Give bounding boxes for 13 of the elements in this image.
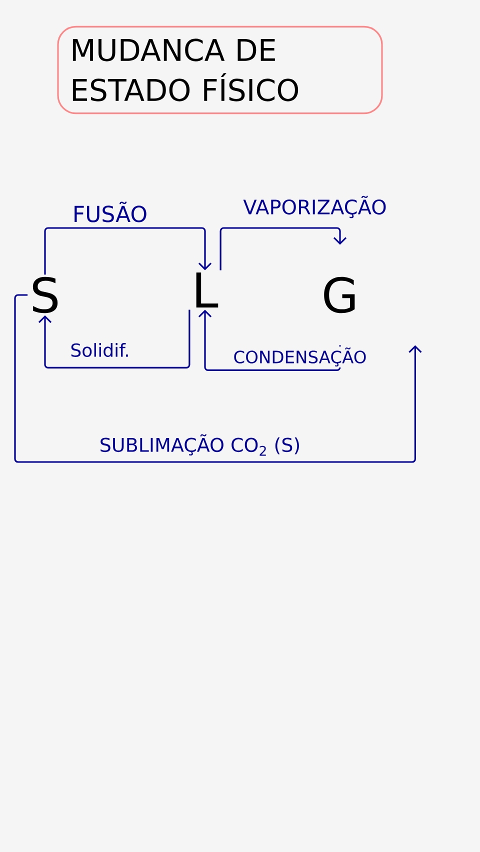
edge-label: SUBLIMAÇÃO CO$_{2}$ (S) bbox=[98, 433, 302, 457]
title-box: MUDANCA DE ESTADO FÍSICO bbox=[57, 26, 383, 114]
state-letter: S bbox=[32, 276, 58, 314]
arrow bbox=[38, 310, 190, 368]
arrow bbox=[44, 227, 212, 275]
edge-label: CONDENSAÇÃO bbox=[232, 346, 368, 368]
edge-label: Solidif. bbox=[69, 342, 131, 358]
edge-label: VAPORIZAÇÃO bbox=[242, 194, 388, 220]
arrow bbox=[220, 227, 347, 270]
state-letter: L bbox=[196, 272, 218, 308]
state-letter: G bbox=[324, 276, 355, 314]
arrow bbox=[198, 310, 341, 371]
edge-label: FUSÃO bbox=[71, 200, 149, 224]
